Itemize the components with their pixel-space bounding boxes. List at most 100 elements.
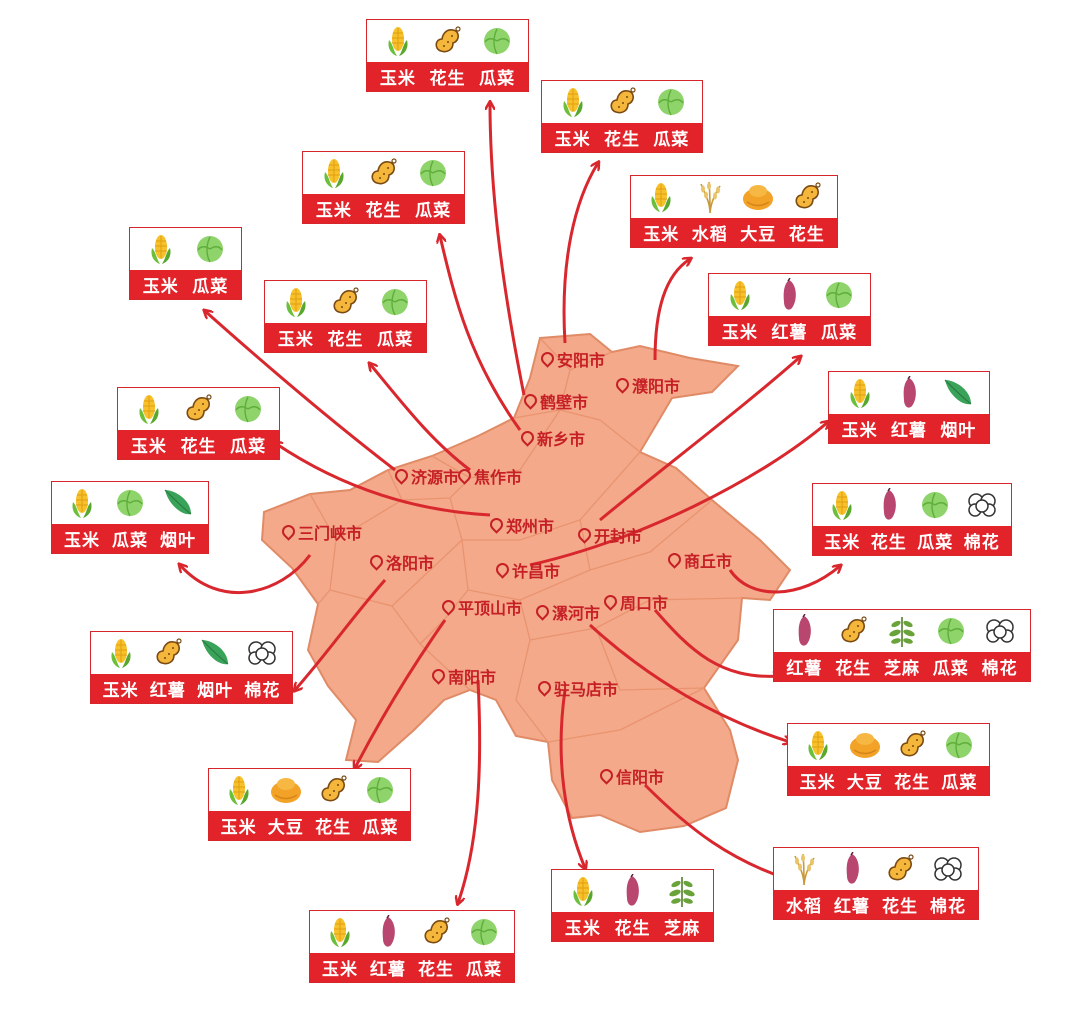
peanut-icon bbox=[328, 285, 362, 319]
crop-labels-row: 玉米花生瓜菜 bbox=[367, 62, 528, 91]
crop-label: 花生 bbox=[788, 225, 825, 245]
corn-icon bbox=[644, 180, 678, 214]
peanut-icon bbox=[181, 392, 215, 426]
arrow-nanyang bbox=[458, 679, 482, 903]
cabbage-icon bbox=[942, 728, 976, 762]
location-pin-icon bbox=[613, 375, 632, 394]
peanut-icon bbox=[790, 180, 824, 214]
crop-label: 芝麻 bbox=[883, 659, 920, 679]
peanut-icon bbox=[605, 85, 639, 119]
crop-box-hebi: 玉米花生瓜菜 bbox=[366, 19, 529, 92]
crop-icons-row bbox=[542, 81, 702, 123]
crop-label: 花生 bbox=[870, 533, 907, 553]
city-label-shangqiu: 商丘市 bbox=[665, 548, 732, 572]
crop-label: 花生 bbox=[315, 818, 352, 838]
crop-box-xuchang: 玉米红薯烟叶 bbox=[828, 371, 990, 444]
crop-label: 瓜菜 bbox=[230, 437, 267, 457]
crop-label: 烟叶 bbox=[160, 531, 196, 551]
crop-label: 花生 bbox=[327, 330, 364, 350]
arrow-kaifeng bbox=[599, 357, 800, 522]
crop-label: 烟叶 bbox=[197, 681, 234, 701]
crop-label: 花生 bbox=[603, 130, 640, 150]
city-name: 信阳市 bbox=[616, 768, 665, 787]
peanut-icon bbox=[151, 636, 185, 670]
cotton-icon bbox=[965, 488, 999, 522]
sweet-potato-icon bbox=[835, 852, 869, 886]
city-label-sanmenxia: 三门峡市 bbox=[279, 520, 362, 544]
peanut-icon bbox=[895, 728, 929, 762]
city-label-puyang: 濮阳市 bbox=[613, 373, 680, 397]
arrow-sanmenxia bbox=[180, 554, 312, 595]
crop-icons-row bbox=[303, 152, 464, 194]
cabbage-icon bbox=[416, 156, 450, 190]
location-pin-icon bbox=[601, 592, 620, 611]
crop-icons-row bbox=[774, 610, 1030, 652]
crop-label: 瓜菜 bbox=[917, 533, 954, 553]
crop-labels-row: 玉米瓜菜烟叶 bbox=[52, 524, 208, 553]
cabbage-icon bbox=[231, 392, 265, 426]
crop-label: 玉米 bbox=[824, 533, 861, 553]
corn-icon bbox=[566, 874, 600, 908]
arrow-hebi bbox=[490, 103, 526, 396]
city-name: 开封市 bbox=[594, 527, 643, 546]
crop-labels-row: 玉米花生瓜菜 bbox=[542, 123, 702, 152]
crop-label: 玉米 bbox=[841, 421, 878, 441]
cabbage-icon bbox=[378, 285, 412, 319]
crop-label: 瓜菜 bbox=[479, 69, 516, 89]
crop-label: 大豆 bbox=[740, 225, 777, 245]
cabbage-icon bbox=[822, 278, 856, 312]
henan-province-shape bbox=[260, 332, 792, 834]
cabbage-icon bbox=[654, 85, 688, 119]
crop-box-puyang: 玉米水稻大豆花生 bbox=[630, 175, 838, 248]
location-pin-icon bbox=[493, 560, 512, 579]
cabbage-icon bbox=[934, 614, 968, 648]
crop-label: 瓜菜 bbox=[362, 818, 399, 838]
peanut-icon bbox=[366, 156, 400, 190]
corn-icon bbox=[65, 486, 99, 520]
peanut-icon bbox=[419, 915, 453, 949]
crop-box-jiyuan: 玉米瓜菜 bbox=[129, 227, 242, 300]
crop-label: 瓜菜 bbox=[466, 960, 502, 980]
crop-box-shangqiu: 玉米花生瓜菜棉花 bbox=[812, 483, 1012, 556]
crop-labels-row: 玉米大豆花生瓜菜 bbox=[788, 766, 989, 795]
sweet-potato-icon bbox=[892, 376, 926, 410]
crop-box-zhengzhou: 玉米花生瓜菜 bbox=[117, 387, 280, 460]
crop-labels-row: 玉米瓜菜 bbox=[130, 270, 241, 299]
crop-box-jiaozuo: 玉米花生瓜菜 bbox=[264, 280, 427, 353]
soybean-icon bbox=[269, 773, 303, 807]
corn-icon bbox=[801, 728, 835, 762]
crop-labels-row: 玉米红薯花生瓜菜 bbox=[310, 953, 514, 982]
arrow-shangqiu bbox=[728, 566, 840, 594]
city-name: 郑州市 bbox=[506, 517, 555, 536]
crop-labels-row: 玉米花生瓜菜 bbox=[303, 194, 464, 223]
location-pin-icon bbox=[538, 349, 557, 368]
crop-box-nanyang: 玉米红薯花生瓜菜 bbox=[309, 910, 515, 983]
city-name: 驻马店市 bbox=[554, 680, 619, 699]
crop-labels-row: 玉米花生瓜菜棉花 bbox=[813, 526, 1011, 555]
crop-labels-row: 水稻红薯花生棉花 bbox=[774, 890, 978, 919]
arrow-zhumadian bbox=[559, 689, 585, 868]
city-label-zhengzhou: 郑州市 bbox=[487, 513, 555, 537]
city-name: 济源市 bbox=[411, 468, 460, 487]
crop-labels-row: 玉米花生芝麻 bbox=[552, 912, 713, 941]
arrow-pingdingshan bbox=[355, 619, 447, 768]
city-name: 周口市 bbox=[620, 594, 669, 613]
cabbage-icon bbox=[467, 915, 501, 949]
cabbage-icon bbox=[363, 773, 397, 807]
crop-label: 红薯 bbox=[370, 960, 406, 980]
city-label-nanyang: 南阳市 bbox=[429, 664, 496, 688]
crop-icons-row bbox=[788, 724, 989, 766]
crop-box-luoyang: 玉米红薯烟叶棉花 bbox=[90, 631, 293, 704]
city-label-xuchang: 许昌市 bbox=[493, 558, 560, 582]
crop-box-kaifeng: 玉米红薯瓜菜 bbox=[708, 273, 871, 346]
location-pin-icon bbox=[455, 466, 474, 485]
crop-label: 玉米 bbox=[315, 201, 352, 221]
sweet-potato-icon bbox=[371, 915, 405, 949]
city-name: 漯河市 bbox=[552, 604, 601, 623]
cotton-icon bbox=[245, 636, 279, 670]
sweet-potato-icon bbox=[787, 614, 821, 648]
crop-labels-row: 玉米花生瓜菜 bbox=[118, 430, 279, 459]
city-name: 焦作市 bbox=[474, 468, 523, 487]
city-label-zhumadian: 驻马店市 bbox=[535, 676, 619, 700]
crop-icons-row bbox=[552, 870, 713, 912]
